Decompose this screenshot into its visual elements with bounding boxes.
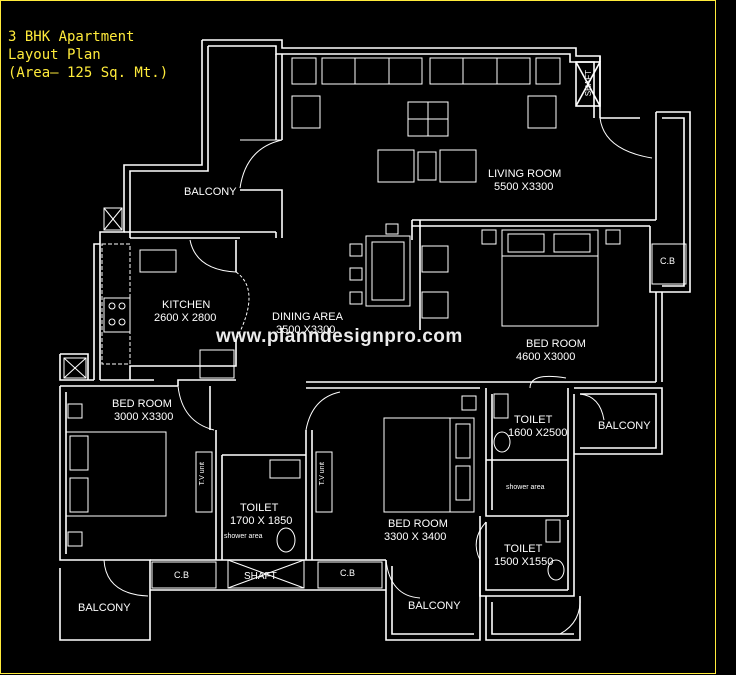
furniture (63, 57, 687, 589)
shaft-label-bottom: SHAFT (244, 571, 277, 582)
living-room-size: 5500 X3300 (494, 181, 554, 193)
watermark-text: www.planndesignpro.com (216, 326, 463, 347)
door-swings (103, 117, 653, 635)
kitchen-size: 2600 X 2800 (154, 312, 217, 324)
plan-title-line3: (Area— 125 Sq. Mt.) (8, 65, 169, 81)
left-bedroom-label: BED ROOM (112, 398, 172, 410)
cb-label-mid: C.B (340, 568, 356, 578)
walls (59, 39, 691, 641)
cb-label-right: C.B (660, 256, 676, 266)
dining-area-size: 3500 X3300 (276, 324, 336, 336)
left-bedroom-size: 3000 X3300 (114, 411, 174, 423)
living-room-label: LIVING ROOM (488, 168, 562, 180)
balcony-right-label: BALCONY (598, 420, 651, 432)
balcony-bottom-left-label: BALCONY (78, 602, 131, 614)
balcony-bottom-mid-label: BALCONY (408, 600, 461, 612)
toilet1-label: TOILET (514, 414, 553, 426)
tv-unit-label-right: T.V unit (319, 462, 326, 486)
shower-area-label-toilet2: shower area (224, 533, 263, 540)
tv-unit-label-left: T.V unit (199, 462, 206, 486)
shaft-label-top: SHAFT (584, 70, 593, 97)
drawing-frame (0, 0, 716, 674)
middle-bedroom-label: BED ROOM (388, 518, 448, 530)
shower-area-label-toilet1: shower area (506, 484, 545, 491)
cb-label-left: C.B (174, 570, 190, 580)
toilet2-label: TOILET (240, 502, 279, 514)
toilet3-size: 1500 X1550 (494, 556, 554, 568)
plan-title-line2: Layout Plan (8, 47, 101, 63)
toilet2-size: 1700 X 1850 (230, 515, 293, 527)
master-bedroom-size: 4600 X3000 (516, 351, 576, 363)
balcony-top-label: BALCONY (184, 186, 237, 198)
middle-bedroom-size: 3300 X 3400 (384, 531, 447, 543)
kitchen-label: KITCHEN (162, 299, 211, 311)
toilet1-size: 1600 X2500 (508, 427, 568, 439)
plan-title-line1: 3 BHK Apartment (8, 29, 135, 45)
toilet3-label: TOILET (504, 543, 543, 555)
master-bedroom-label: BED ROOM (526, 338, 586, 350)
dining-area-label: DINING AREA (272, 311, 343, 323)
